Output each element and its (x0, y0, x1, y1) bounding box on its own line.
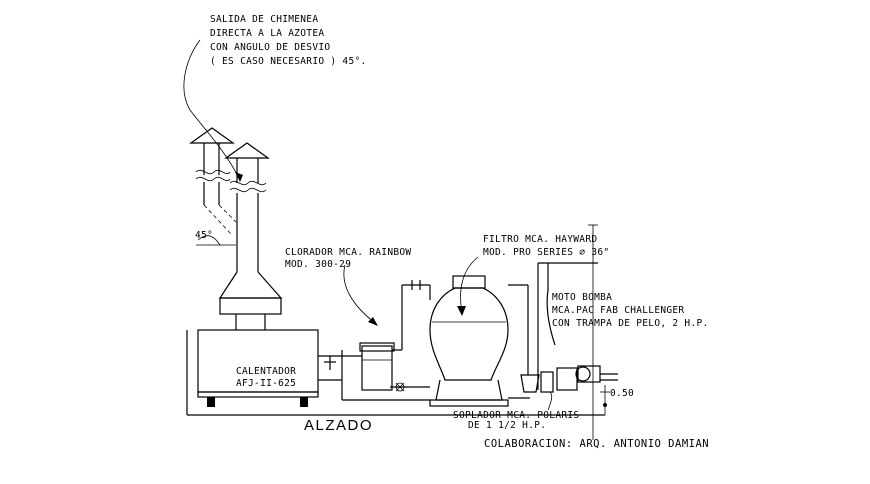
filter-label-2: MOD. PRO SERIES ⌀ 36" (483, 247, 609, 258)
credit-line: COLABORACION: ARQ. ANTONIO DAMIAN (484, 438, 709, 450)
blower-label-1: SOPLADOR MCA. POLARIS (453, 410, 579, 421)
main-chimney-cap (224, 142, 270, 159)
pump-label-2: MCA.PAC FAB CHALLENGER (552, 305, 684, 316)
heater-piping (318, 350, 430, 401)
chlorinator-leader (343, 264, 376, 324)
dimension-label: 0.50 (610, 388, 634, 399)
chimney-note-line-2: DIRECTA A LA AZOTEA (210, 28, 324, 39)
chimney-note-line-1: SALIDA DE CHIMENEA (210, 14, 318, 25)
chimney-leader (183, 39, 241, 181)
chimney-note-line-4: ( ES CASO NECESARIO ) 45°. (210, 56, 367, 67)
blower-note: SOPLADOR MCA. POLARIS DE 1 1/2 H.P. (453, 391, 579, 431)
main-chimney (218, 142, 283, 330)
offset-chimney: 45° (189, 127, 237, 246)
filter-top-valve (452, 275, 486, 289)
dimension-marker: 0.50 (600, 385, 634, 415)
pump-piping (508, 224, 598, 440)
filter-label-1: FILTRO MCA. HAYWARD (483, 234, 597, 245)
chlorinator-label-2: MOD. 300-29 (285, 259, 351, 270)
filter-piping (392, 280, 431, 351)
pump-motor (575, 366, 591, 382)
pump-label-1: MOTO BOMBA (552, 292, 612, 303)
chimney-leader-arrowhead (235, 172, 243, 182)
heater-label-2: AFJ-II-625 (236, 378, 296, 389)
draft-hood (218, 271, 283, 299)
offset-chimney-cap (189, 127, 235, 144)
blower-label-2: DE 1 1/2 H.P. (468, 420, 546, 431)
angle-label: 45° (195, 230, 213, 241)
chlorinator-body (361, 345, 393, 391)
blower (540, 371, 554, 393)
heater-label-1: CALENTADOR (236, 366, 296, 377)
filter-tank (429, 287, 509, 381)
pump-label-3: CON TRAMPA DE PELO, 2 H.P. (552, 318, 709, 329)
chimney-note: SALIDA DE CHIMENEA DIRECTA A LA AZOTEA C… (183, 14, 367, 182)
hair-trap (520, 374, 540, 393)
chlorinator-label-1: CLORADOR MCA. RAINBOW (285, 247, 411, 258)
pump-assembly: MOTO BOMBA MCA.PAC FAB CHALLENGER CON TR… (520, 292, 709, 393)
chimney-note-line-3: CON ANGULO DE DESVIO (210, 42, 330, 53)
drawing-title: ALZADO (304, 417, 373, 434)
filter-leader (460, 256, 479, 313)
heater: CALENTADOR AFJ-II-625 (186, 329, 319, 415)
chlorinator: CLORADOR MCA. RAINBOW MOD. 300-29 (285, 247, 411, 391)
filter: FILTRO MCA. HAYWARD MOD. PRO SERIES ⌀ 36… (429, 234, 609, 407)
